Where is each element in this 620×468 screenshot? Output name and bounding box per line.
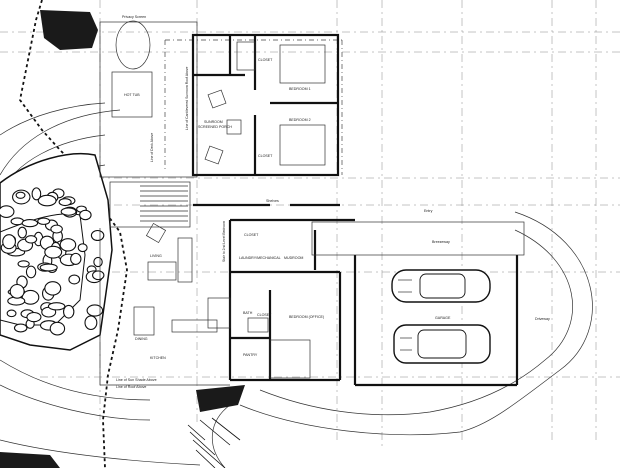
dining-table [133,306,155,336]
label-shelves: Shelves [266,199,279,203]
stone [21,289,40,305]
label-driveway: Driveway [535,317,550,321]
stone [47,302,66,311]
label-privacy-screen: Privacy Screen [122,15,146,19]
stone [60,207,77,216]
label-dining: DINING [135,337,148,341]
stone [37,217,51,225]
stone [86,304,104,317]
stone [39,263,58,272]
stone [49,321,66,336]
label-breezeway: Breezeway [432,240,450,244]
label-screened-porch: SCREENED PORCH [198,125,232,129]
bed [279,44,326,84]
label-bedroom-1: BEDROOM 1 [289,87,311,91]
stone [13,323,28,333]
armchair [145,222,167,244]
stone [93,256,103,268]
rock-outcrop-corner [0,452,60,468]
stone [37,194,57,207]
label-closet-3: CLOSET [244,233,259,237]
stone [84,315,98,331]
stone [6,309,17,318]
armchair [207,89,227,109]
bed [279,124,326,166]
stone [44,281,62,296]
stone [2,234,16,250]
car-south [393,324,491,364]
tree-canopy [115,20,151,70]
sofa [177,237,193,283]
stone [68,274,81,285]
room-labels: Privacy Screen HOT TUB BEDROOM 1 BEDROOM… [116,15,550,389]
kitchen-counter [207,297,231,329]
walls [99,33,525,387]
stone [92,270,105,281]
stone [31,187,42,201]
stone [44,245,63,259]
driveway-hatch [187,417,241,468]
armchair [204,145,224,165]
stone [0,205,15,218]
label-closet-2: CLOSET [258,154,273,158]
bath-fixture [236,41,256,71]
armchair [226,119,242,135]
bed [269,339,311,379]
label-pantry: PANTRY [243,353,258,357]
label-deck-line: Line of Deck Above [150,133,154,162]
label-sunroom-roof: Line of Cantilevered Sunroom Roof Above [185,67,189,130]
label-mudroom: MUDROOM [284,256,303,260]
furniture [133,41,326,379]
stone [15,191,26,199]
stone [79,209,92,221]
stone [17,226,27,239]
deck [99,20,343,178]
stone [26,311,42,323]
stone [21,219,39,228]
label-closet-1: CLOSET [258,58,273,62]
stone [77,243,88,253]
rock-outcrop-south [196,385,245,412]
stone [25,265,37,279]
car-north [391,269,491,303]
rock-outcrop-north [40,10,98,50]
stone [50,224,63,234]
kitchen-island [171,319,218,333]
label-bath: BATH [243,311,253,315]
vanity [247,317,269,333]
stone [24,235,38,244]
label-sun-shade: Line of Sun Shade Above [116,378,157,382]
label-living: LIVING [150,254,162,258]
stone [63,304,75,319]
label-bedroom-office: BEDROOM (OFFICE) [289,315,324,319]
stone [90,229,105,242]
label-closet-4: CLOSET [257,313,272,317]
label-kitchen: KITCHEN [150,356,166,360]
stone [58,198,72,207]
stair [109,181,191,228]
stone [59,238,77,252]
stone [17,260,30,268]
label-garage: GARAGE [435,316,451,320]
label-sunroom: SUNROOM [204,120,223,124]
stone [70,252,82,265]
label-entry: Entry [424,209,433,213]
label-laundry: LAUNDRY/MECHANICAL [239,256,281,260]
label-stair: Stair to 2nd Level Bedroom [222,221,226,262]
label-roof: Line of Roof Above [116,385,146,389]
stone [9,283,25,299]
coffee-table [147,261,177,281]
label-hot-tub: HOT TUB [124,93,140,97]
label-bedroom-2: BEDROOM 2 [289,118,311,122]
